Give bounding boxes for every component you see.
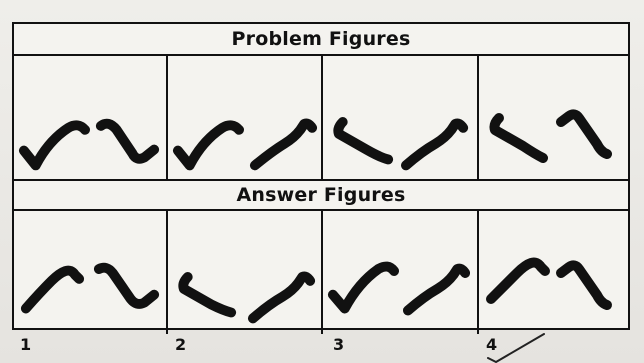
caret-shape [561, 114, 607, 154]
left-arrow-shape [495, 118, 544, 158]
answer-figure-4-drawing [479, 211, 628, 334]
answer-figure-4[interactable] [479, 211, 628, 334]
left-arrow-shape [183, 277, 231, 313]
answer-number-1[interactable]: 1 [20, 335, 31, 354]
answer-figure-3[interactable] [323, 211, 479, 334]
problem-figure-1-drawing [14, 56, 166, 179]
problem-figures-header: Problem Figures [14, 24, 628, 56]
problem-figures-row [14, 56, 628, 179]
caret-shape [561, 265, 607, 305]
caret-shape [491, 263, 545, 300]
pen-tick-mark [480, 318, 550, 363]
rising-arrow-shape [255, 123, 312, 165]
answer-number-2[interactable]: 2 [175, 335, 186, 354]
answer-figures-header: Answer Figures [14, 179, 628, 211]
answer-figure-1-drawing [14, 211, 166, 334]
answer-figures-row [14, 211, 628, 334]
rising-arrow-shape [406, 123, 463, 165]
problem-figure-4 [479, 56, 628, 179]
answer-figures-title: Answer Figures [237, 184, 406, 206]
question-frame: Problem Figures [12, 22, 630, 330]
left-arrow-shape [338, 122, 388, 160]
answer-figure-3-drawing [323, 211, 477, 334]
answer-number-3[interactable]: 3 [333, 335, 344, 354]
problem-figures-title: Problem Figures [232, 28, 411, 50]
rising-arrow-shape [253, 276, 310, 318]
answer-figure-1[interactable] [14, 211, 168, 334]
answer-figure-2-drawing [168, 211, 321, 334]
check-shape [333, 267, 394, 309]
problem-figure-3 [323, 56, 479, 179]
caret-shape [99, 268, 154, 304]
problem-figure-3-drawing [323, 56, 477, 179]
answer-figure-2[interactable] [168, 211, 323, 334]
caret-shape [26, 271, 79, 309]
check-shape [24, 125, 85, 165]
problem-figure-2 [168, 56, 323, 179]
problem-figure-4-drawing [479, 56, 628, 179]
problem-figure-1 [14, 56, 168, 179]
caret-shape [101, 124, 154, 159]
rising-arrow-shape [408, 269, 465, 311]
check-shape [178, 125, 239, 165]
problem-figure-2-drawing [168, 56, 321, 179]
